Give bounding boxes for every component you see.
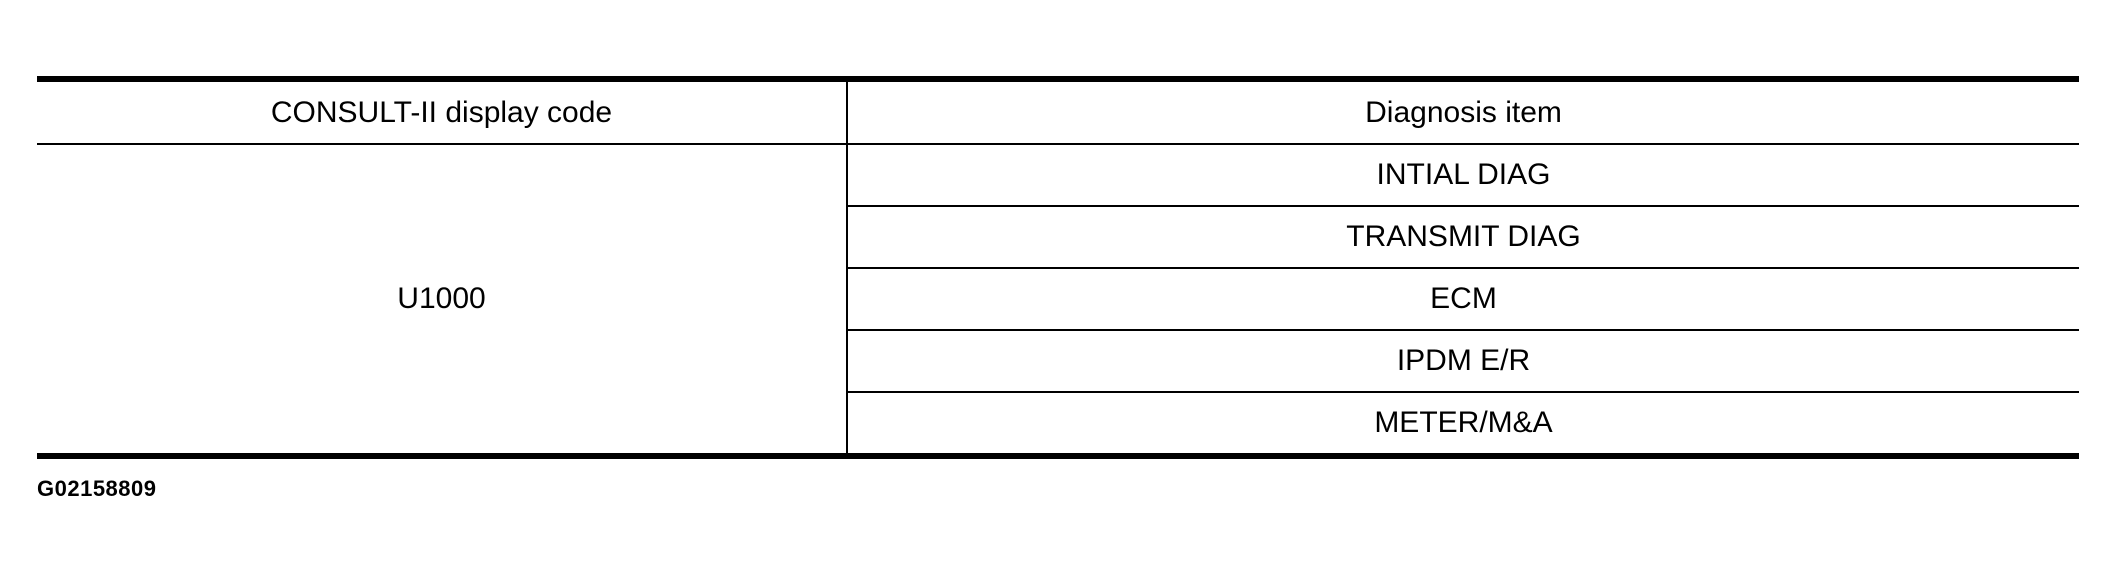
header-row: CONSULT-II display code Diagnosis item	[37, 79, 2079, 145]
diagnosis-item-cell: INTIAL DIAG	[847, 144, 2079, 207]
header-display-code: CONSULT-II display code	[37, 79, 848, 145]
table-row: ECM	[37, 268, 2079, 331]
table-body: U1000 INTIAL DIAG TRANSMIT DIAG ECM IPDM…	[37, 144, 2079, 457]
table-header: CONSULT-II display code Diagnosis item	[37, 79, 2079, 145]
table-row: TRANSMIT DIAG	[37, 206, 2079, 269]
diagnosis-table: CONSULT-II display code Diagnosis item U…	[37, 76, 2079, 459]
diagnosis-item-cell: METER/M&A	[1374, 406, 1553, 439]
header-diagnosis-item: Diagnosis item	[847, 79, 2079, 145]
display-code-cell: U1000	[37, 144, 848, 457]
table-row: METER/M&A	[37, 392, 2079, 456]
table-row: IPDM E/R	[37, 330, 2079, 393]
diagnosis-item-cell: IPDM E/R	[847, 330, 2079, 393]
figure-id: G02158809	[37, 476, 157, 501]
table-row: U1000 INTIAL DIAG	[37, 144, 2079, 457]
diagnosis-item-cell: ECM	[847, 268, 2079, 331]
diagnosis-item-cell: TRANSMIT DIAG	[847, 206, 2079, 269]
